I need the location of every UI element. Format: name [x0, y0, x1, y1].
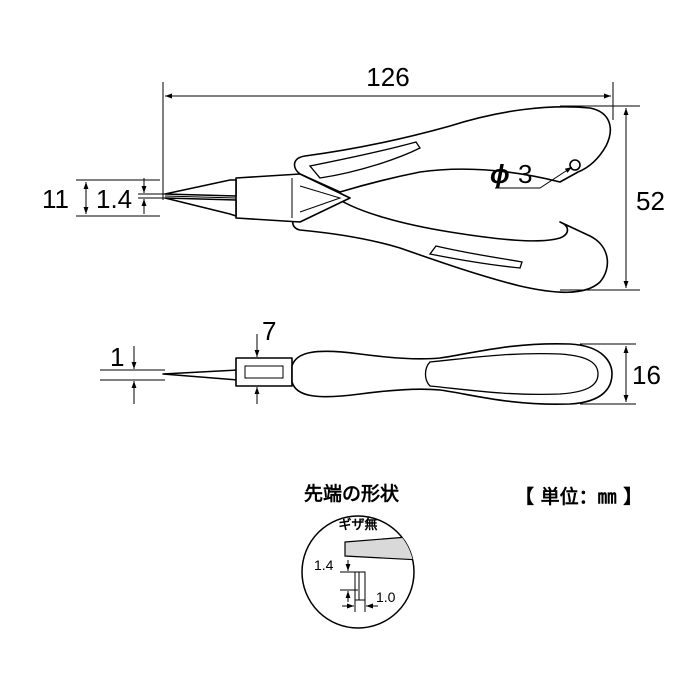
upper-handle-grip — [308, 141, 421, 179]
top-view-dimensions: 126 52 11 1.4 ϕ 3 — [42, 62, 665, 291]
dim-tip-outer: 11 — [42, 184, 69, 214]
side-view-dimensions: 1 7 16 — [100, 316, 661, 405]
dim-hole-value: 3 — [518, 159, 532, 189]
detail-tip-profile — [354, 571, 366, 601]
dim-handle-thickness: 16 — [632, 360, 661, 390]
lower-handle-grip — [428, 245, 523, 269]
dim-joint-width: 7 — [262, 316, 276, 346]
dim-tip-inner: 1.4 — [96, 184, 132, 214]
top-view — [164, 106, 611, 294]
side-view — [162, 342, 613, 406]
detail-dim-height: 1.4 — [314, 557, 334, 573]
dim-tip-thickness: 1 — [110, 342, 124, 372]
tip-detail-heading: 先端の形状 — [304, 482, 400, 505]
lower-handle — [291, 199, 609, 294]
jaw-lower — [164, 197, 237, 217]
dim-height: 52 — [636, 186, 665, 216]
detail-jaw-upper — [344, 535, 414, 561]
dim-length: 126 — [366, 62, 409, 92]
hole — [569, 159, 581, 171]
detail-dim-width: 1.0 — [376, 589, 396, 605]
jaw-upper — [164, 179, 237, 197]
side-joint — [235, 357, 293, 387]
dim-hole-symbol: ϕ — [490, 159, 510, 189]
unit-label: 【 単位：㎜ 】 — [515, 485, 642, 508]
serration-label: ギザ無 — [338, 517, 377, 533]
upper-handle — [293, 106, 611, 193]
tip-detail: 先端の形状 ギザ無 1.4 1.0 — [301, 482, 415, 629]
side-handle-grip — [424, 352, 599, 396]
side-tip — [162, 369, 239, 381]
